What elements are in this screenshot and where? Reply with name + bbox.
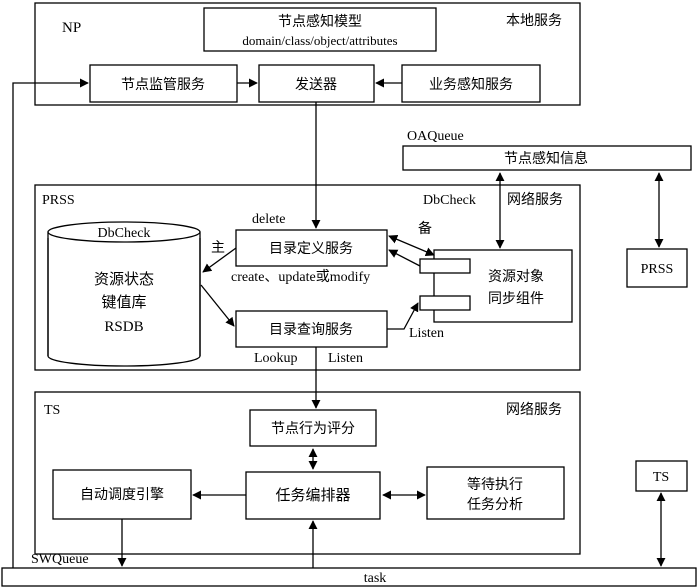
- task-orchestrator-label: 任务编排器: [275, 486, 350, 504]
- oaqueue-group: OAQueue 节点感知信息: [402, 129, 692, 171]
- pending-task-line-2: 任务分析: [467, 497, 523, 513]
- catalog-def-to-db-arrow: [202, 247, 237, 273]
- lookup-label: Lookup: [254, 351, 298, 366]
- rsdb-cylinder-body: [47, 232, 201, 367]
- ts-region: TS 网络服务 节点行为评分 任务编排器 自动调度引擎 等待执行 任务分析: [34, 391, 581, 555]
- catalog-def-sync-double-arrow: [388, 234, 435, 257]
- prss-region: PRSS DbCheck 网络服务 DbCheck 资源状态 键值库 RSDB …: [34, 184, 581, 371]
- rsdb-line-1: 资源状态: [94, 270, 154, 288]
- task-to-monitor-feedback-arrow: [12, 78, 89, 568]
- sync-port-bottom: [419, 295, 471, 311]
- primary-label: 主: [211, 240, 225, 256]
- rsdb-cylinder: DbCheck 资源状态 键值库 RSDB: [47, 221, 201, 367]
- swqueue-group: SWQueue task: [1, 552, 697, 587]
- node-perception-info-label: 节点感知信息: [504, 150, 588, 167]
- node-monitor-service-label: 节点监管服务: [121, 77, 205, 93]
- node-perception-info-box: [402, 145, 692, 171]
- sender-box: [258, 64, 375, 103]
- ts-external-box: [635, 460, 688, 492]
- prss-label: PRSS: [42, 193, 75, 208]
- ts-label: TS: [44, 403, 60, 418]
- query-to-sync-listen-arrow: [387, 302, 419, 330]
- rsdb-dbcheck-label: DbCheck: [98, 226, 151, 241]
- node-perception-model-box: [203, 7, 437, 52]
- node-perception-model-subtitle: domain/class/object/attributes: [242, 33, 397, 48]
- rsdb-line-2: 键值库: [101, 293, 146, 311]
- node-behavior-score-label: 节点行为评分: [271, 421, 355, 437]
- prss-network-service-label: 网络服务: [507, 192, 563, 208]
- oaqueue-label: OAQueue: [407, 129, 464, 144]
- sender-label: 发送器: [295, 77, 337, 93]
- prss-external-box: [626, 248, 688, 288]
- catalog-query-service-label: 目录查询服务: [269, 322, 353, 338]
- prss-external-label: PRSS: [641, 262, 674, 277]
- standby-label: 备: [418, 220, 432, 237]
- np-local-service-label: 本地服务: [506, 13, 562, 29]
- rsdb-cylinder-top: [47, 221, 201, 243]
- delete-label: delete: [252, 212, 285, 227]
- pending-task-analysis-box: [426, 466, 565, 520]
- np-label: NP: [62, 20, 81, 36]
- np-region: NP 本地服务 节点感知模型 domain/class/object/attri…: [34, 2, 581, 106]
- listen-right-label: Listen: [409, 326, 444, 341]
- task-queue-bar: [1, 567, 697, 587]
- ts-external-group: TS: [635, 460, 688, 492]
- sync-to-catalog-def-arrow: [388, 249, 421, 267]
- resource-sync-line-1: 资源对象: [488, 269, 544, 285]
- business-perception-service-box: [401, 64, 541, 103]
- swqueue-label: SWQueue: [31, 552, 89, 567]
- auto-scheduling-engine-label: 自动调度引擎: [80, 487, 164, 503]
- node-perception-model-title: 节点感知模型: [278, 13, 362, 30]
- connectors: [12, 78, 666, 568]
- ts-external-label: TS: [653, 470, 669, 485]
- rsdb-line-3: RSDB: [104, 319, 143, 335]
- prss-external-group: PRSS: [626, 248, 688, 288]
- db-to-catalog-query-arrow: [200, 284, 235, 327]
- sync-port-top: [419, 258, 471, 274]
- catalog-definition-service-label: 目录定义服务: [269, 241, 353, 257]
- listen-bottom-label: Listen: [328, 351, 363, 366]
- business-perception-service-label: 业务感知服务: [429, 76, 513, 93]
- ts-network-service-label: 网络服务: [506, 402, 562, 418]
- pending-task-line-1: 等待执行: [467, 476, 523, 493]
- catalog-definition-service-box: [235, 229, 388, 267]
- node-behavior-score-box: [249, 409, 377, 447]
- task-orchestrator-box: [245, 471, 381, 520]
- prss-dbcheck-label: DbCheck: [423, 193, 476, 208]
- auto-scheduling-engine-box: [52, 469, 192, 520]
- resource-sync-line-2: 同步组件: [488, 291, 544, 307]
- create-update-modify-label: create、update或modify: [231, 269, 370, 285]
- node-monitor-service-box: [89, 64, 238, 103]
- task-queue-label: task: [364, 571, 387, 586]
